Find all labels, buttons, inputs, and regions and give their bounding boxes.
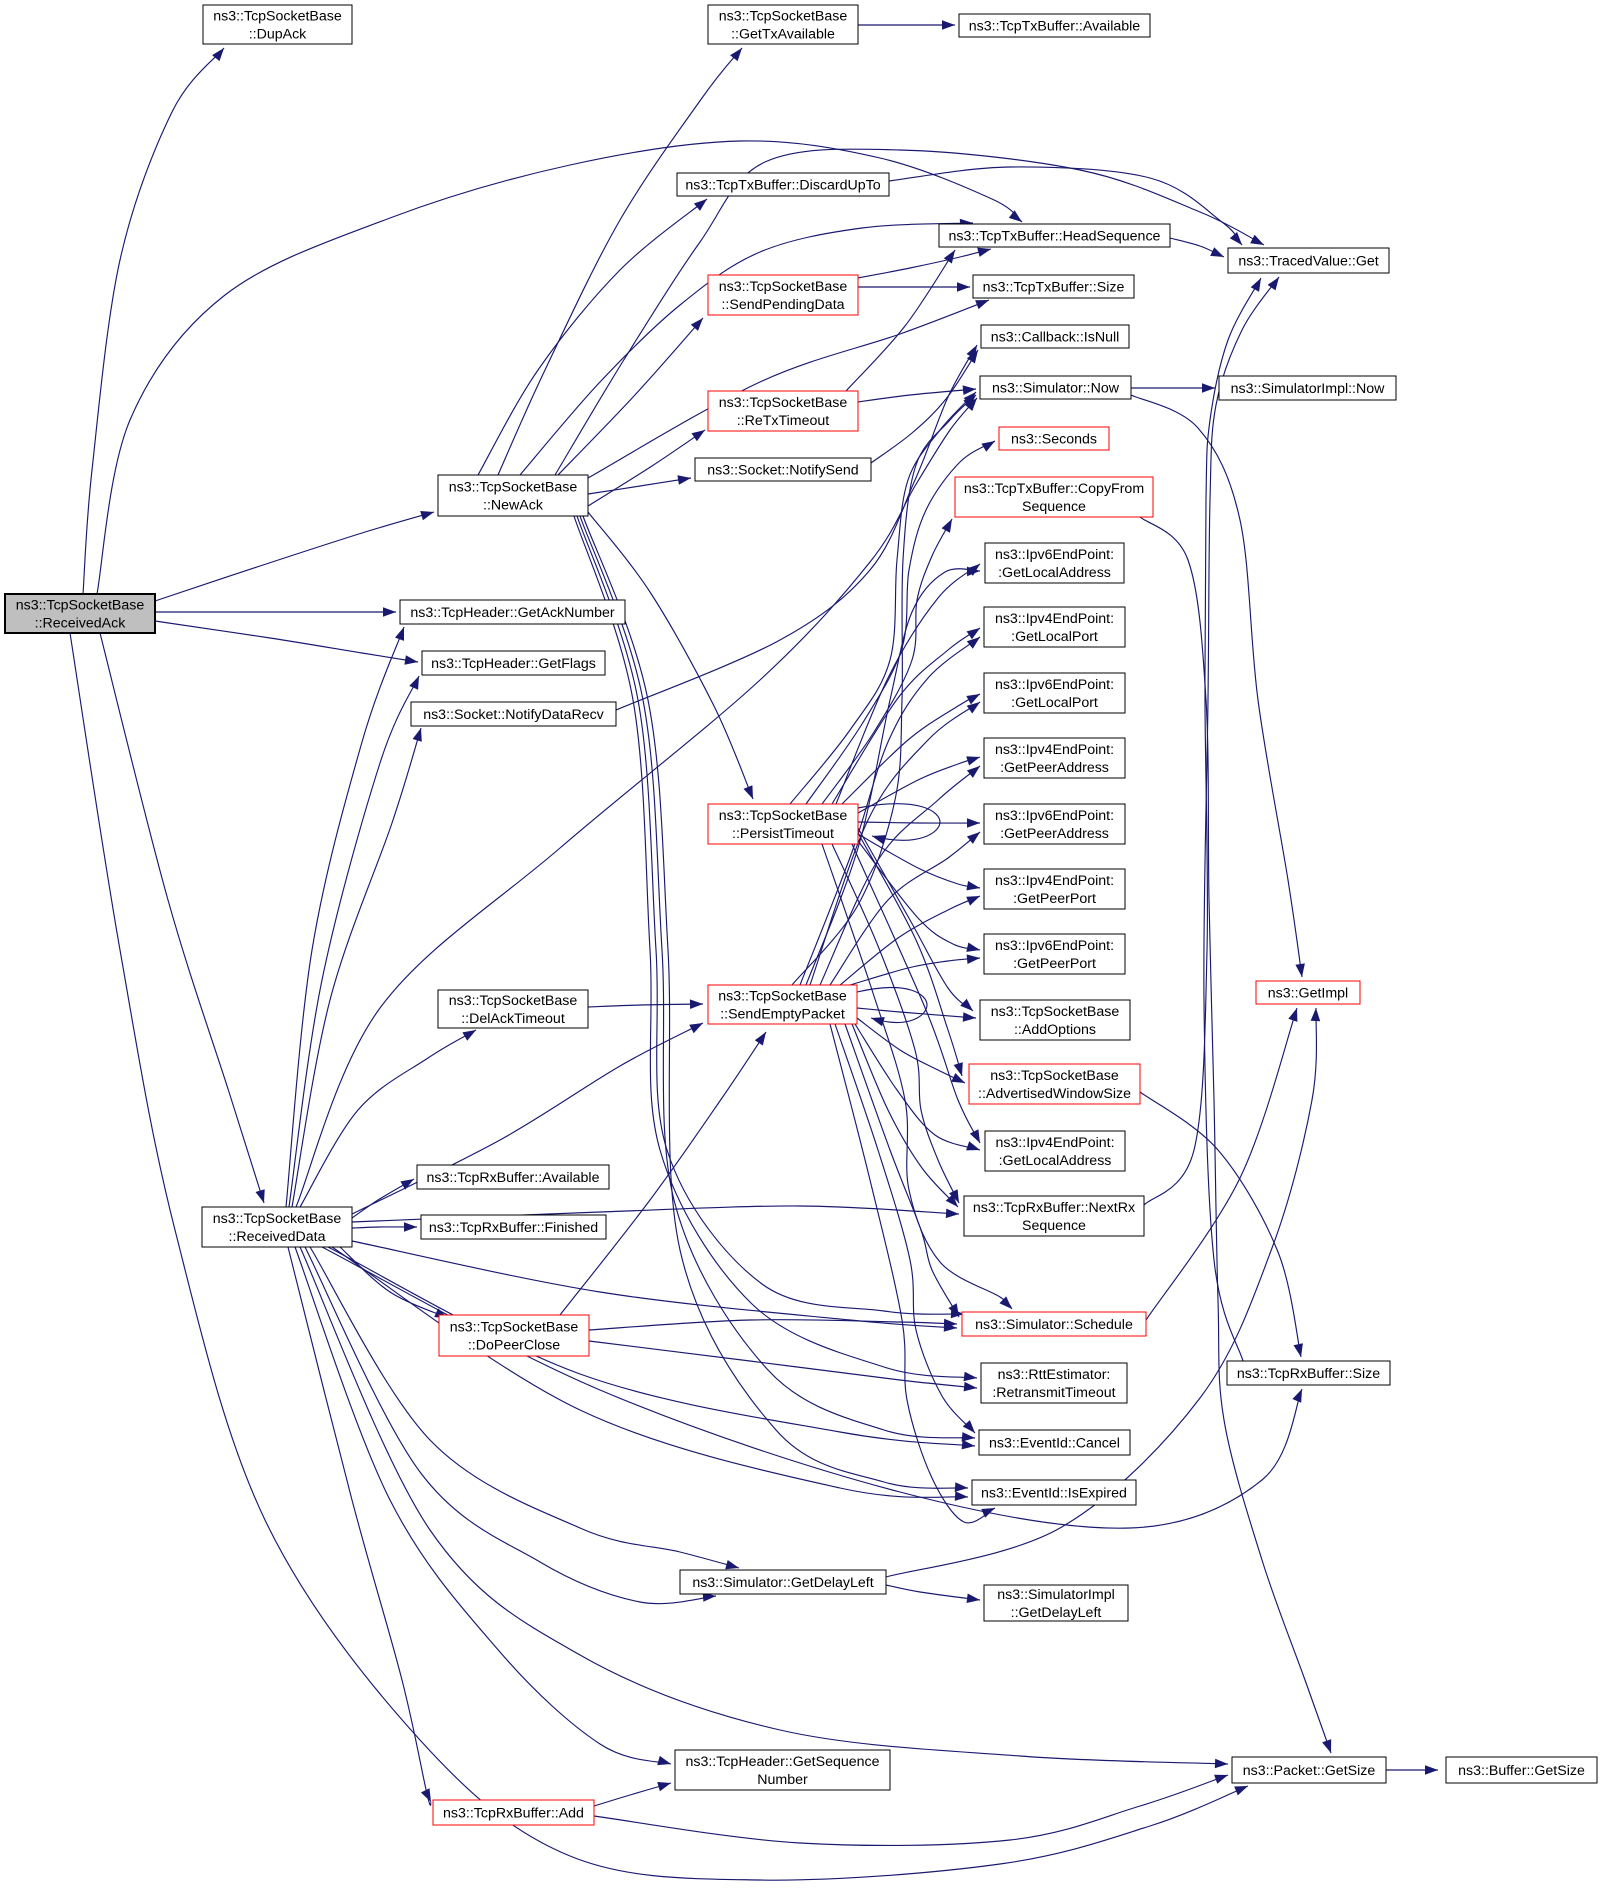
svg-text:ns3::TcpTxBuffer::HeadSequence: ns3::TcpTxBuffer::HeadSequence — [949, 229, 1161, 245]
svg-text:Sequence: Sequence — [1022, 1218, 1086, 1234]
svg-text:ns3::TcpSocketBase: ns3::TcpSocketBase — [719, 9, 848, 25]
svg-text:ns3::Ipv6EndPoint:: ns3::Ipv6EndPoint: — [995, 547, 1114, 563]
svg-text:ns3::Ipv6EndPoint:: ns3::Ipv6EndPoint: — [995, 938, 1114, 954]
svg-text:ns3::Ipv4EndPoint:: ns3::Ipv4EndPoint: — [995, 1135, 1114, 1151]
svg-text::RetransmitTimeout: :RetransmitTimeout — [992, 1385, 1115, 1401]
svg-text:ns3::SimulatorImpl: ns3::SimulatorImpl — [997, 1587, 1114, 1603]
svg-text:ns3::TcpSocketBase: ns3::TcpSocketBase — [450, 1320, 579, 1336]
svg-text:::DoPeerClose: ::DoPeerClose — [468, 1338, 560, 1354]
svg-text:::ReceivedAck: ::ReceivedAck — [35, 616, 127, 632]
svg-text::GetPeerPort: :GetPeerPort — [1013, 891, 1096, 907]
svg-text:ns3::Ipv4EndPoint:: ns3::Ipv4EndPoint: — [995, 611, 1114, 627]
svg-text:ns3::TcpSocketBase: ns3::TcpSocketBase — [449, 993, 578, 1009]
svg-text:::SendPendingData: ::SendPendingData — [721, 297, 844, 313]
svg-text:ns3::EventId::IsExpired: ns3::EventId::IsExpired — [981, 1486, 1127, 1502]
svg-text:::DupAck: ::DupAck — [249, 27, 307, 43]
svg-text:ns3::Buffer::GetSize: ns3::Buffer::GetSize — [1458, 1763, 1585, 1779]
svg-text:ns3::TcpRxBuffer::Add: ns3::TcpRxBuffer::Add — [443, 1806, 584, 1822]
svg-text:ns3::Socket::NotifySend: ns3::Socket::NotifySend — [707, 463, 858, 479]
svg-text:ns3::TcpHeader::GetFlags: ns3::TcpHeader::GetFlags — [431, 656, 596, 672]
svg-text:ns3::TcpRxBuffer::Size: ns3::TcpRxBuffer::Size — [1237, 1366, 1380, 1382]
svg-text:ns3::TcpTxBuffer::DiscardUpTo: ns3::TcpTxBuffer::DiscardUpTo — [685, 178, 880, 194]
svg-text:Number: Number — [757, 1772, 808, 1788]
svg-text:ns3::RttEstimator:: ns3::RttEstimator: — [998, 1367, 1111, 1383]
svg-text:ns3::Ipv6EndPoint:: ns3::Ipv6EndPoint: — [995, 808, 1114, 824]
svg-text:ns3::TcpSocketBase: ns3::TcpSocketBase — [719, 279, 848, 295]
svg-text:Sequence: Sequence — [1022, 499, 1086, 515]
svg-text:ns3::TcpTxBuffer::CopyFrom: ns3::TcpTxBuffer::CopyFrom — [964, 481, 1144, 497]
svg-text::GetPeerAddress: :GetPeerAddress — [1000, 826, 1109, 842]
svg-text:ns3::Seconds: ns3::Seconds — [1011, 432, 1097, 448]
svg-text:::ReTxTimeout: ::ReTxTimeout — [737, 413, 830, 429]
svg-text:::DelAckTimeout: ::DelAckTimeout — [461, 1011, 565, 1027]
svg-text:ns3::TcpSocketBase: ns3::TcpSocketBase — [990, 1068, 1119, 1084]
svg-text:ns3::Packet::GetSize: ns3::Packet::GetSize — [1243, 1763, 1376, 1779]
svg-text::GetLocalPort: :GetLocalPort — [1011, 629, 1098, 645]
svg-text:::GetTxAvailable: ::GetTxAvailable — [731, 27, 835, 43]
svg-text:ns3::TcpTxBuffer::Size: ns3::TcpTxBuffer::Size — [983, 280, 1125, 296]
svg-text:ns3::Simulator::Schedule: ns3::Simulator::Schedule — [975, 1317, 1133, 1333]
svg-text:ns3::TracedValue::Get: ns3::TracedValue::Get — [1238, 254, 1378, 270]
svg-text::GetLocalPort: :GetLocalPort — [1011, 695, 1098, 711]
svg-text:ns3::GetImpl: ns3::GetImpl — [1268, 986, 1348, 1002]
svg-text:ns3::TcpSocketBase: ns3::TcpSocketBase — [213, 9, 342, 25]
svg-text:::SendEmptyPacket: ::SendEmptyPacket — [720, 1007, 845, 1023]
svg-text:ns3::Socket::NotifyDataRecv: ns3::Socket::NotifyDataRecv — [423, 707, 604, 723]
svg-text:ns3::TcpSocketBase: ns3::TcpSocketBase — [16, 598, 145, 614]
svg-text::GetLocalAddress: :GetLocalAddress — [999, 1153, 1112, 1169]
svg-text:ns3::SimulatorImpl::Now: ns3::SimulatorImpl::Now — [1231, 381, 1386, 397]
svg-text:ns3::TcpSocketBase: ns3::TcpSocketBase — [718, 989, 847, 1005]
svg-text:ns3::TcpRxBuffer::NextRx: ns3::TcpRxBuffer::NextRx — [973, 1200, 1135, 1216]
svg-text:ns3::TcpTxBuffer::Available: ns3::TcpTxBuffer::Available — [969, 19, 1141, 35]
svg-text:ns3::TcpSocketBase: ns3::TcpSocketBase — [449, 480, 578, 496]
svg-text:ns3::TcpHeader::GetAckNumber: ns3::TcpHeader::GetAckNumber — [410, 605, 615, 621]
svg-text:::NewAck: ::NewAck — [483, 498, 544, 514]
svg-text:ns3::Simulator::GetDelayLeft: ns3::Simulator::GetDelayLeft — [692, 1575, 873, 1591]
svg-text::GetLocalAddress: :GetLocalAddress — [998, 565, 1111, 581]
svg-text:::AdvertisedWindowSize: ::AdvertisedWindowSize — [978, 1086, 1131, 1102]
svg-text::GetPeerAddress: :GetPeerAddress — [1000, 760, 1109, 776]
svg-text:ns3::Ipv6EndPoint:: ns3::Ipv6EndPoint: — [995, 677, 1114, 693]
svg-text:::AddOptions: ::AddOptions — [1014, 1022, 1096, 1038]
svg-text:ns3::TcpSocketBase: ns3::TcpSocketBase — [719, 395, 848, 411]
svg-text:::GetDelayLeft: ::GetDelayLeft — [1011, 1605, 1102, 1621]
svg-text:ns3::TcpSocketBase: ns3::TcpSocketBase — [991, 1004, 1120, 1020]
svg-text:ns3::TcpRxBuffer::Available: ns3::TcpRxBuffer::Available — [427, 1170, 600, 1186]
svg-text:ns3::Simulator::Now: ns3::Simulator::Now — [992, 381, 1120, 397]
svg-text:ns3::TcpHeader::GetSequence: ns3::TcpHeader::GetSequence — [685, 1754, 879, 1770]
svg-text:::ReceivedData: ::ReceivedData — [229, 1229, 326, 1245]
svg-text:ns3::EventId::Cancel: ns3::EventId::Cancel — [989, 1436, 1120, 1452]
svg-text::GetPeerPort: :GetPeerPort — [1013, 956, 1096, 972]
svg-text:ns3::TcpRxBuffer::Finished: ns3::TcpRxBuffer::Finished — [429, 1220, 598, 1236]
svg-text:ns3::Ipv4EndPoint:: ns3::Ipv4EndPoint: — [995, 873, 1114, 889]
svg-text:::PersistTimeout: ::PersistTimeout — [732, 826, 834, 842]
svg-text:ns3::TcpSocketBase: ns3::TcpSocketBase — [719, 808, 848, 824]
svg-text:ns3::TcpSocketBase: ns3::TcpSocketBase — [213, 1211, 342, 1227]
svg-text:ns3::Ipv4EndPoint:: ns3::Ipv4EndPoint: — [995, 742, 1114, 758]
svg-text:ns3::Callback::IsNull: ns3::Callback::IsNull — [991, 330, 1120, 346]
